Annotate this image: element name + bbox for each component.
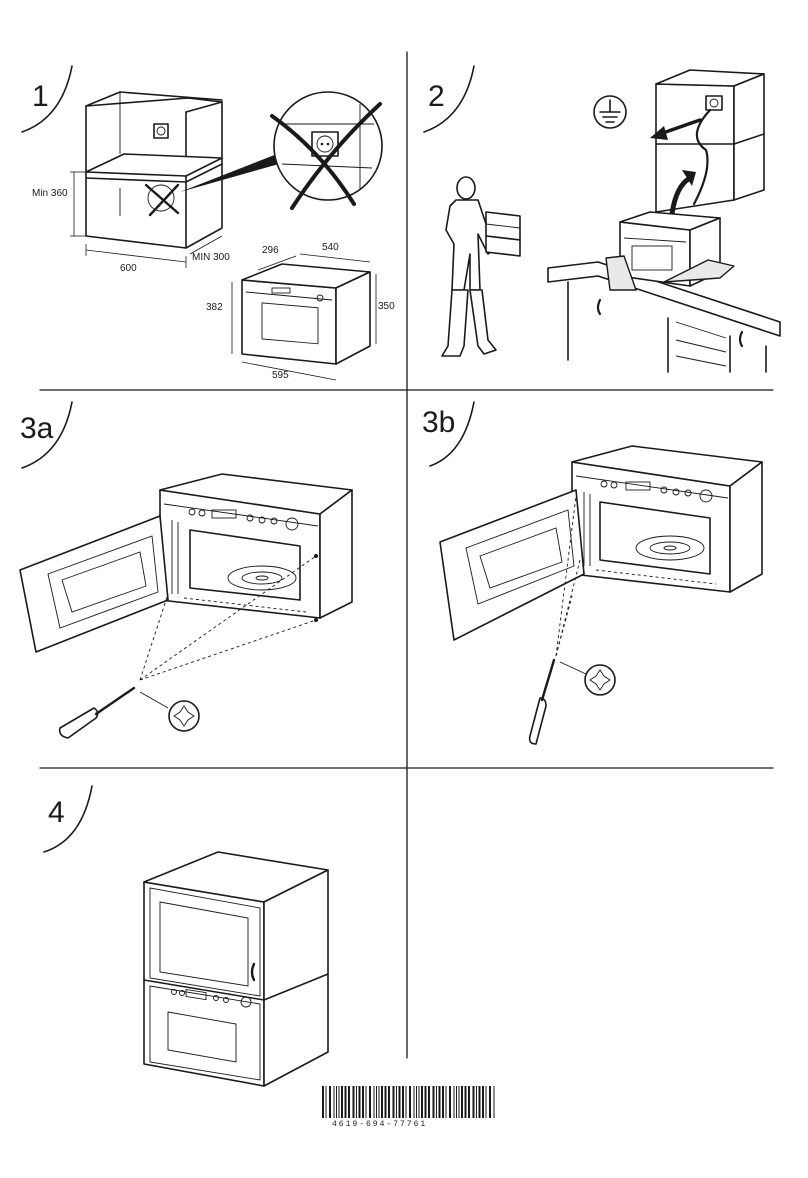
step-label-3b: 3b [422,401,475,467]
screwdriver-icon [58,686,136,739]
dim-600: 600 [120,263,137,274]
barcode-bar [485,1086,487,1118]
barcode-bar [376,1086,377,1118]
barcode-bar [449,1086,451,1118]
barcode-bar [384,1086,387,1118]
panel-1-oven-unit: 296 540 382 350 595 [206,242,395,381]
barcode-bar [392,1086,395,1118]
ground-symbol-icon [593,95,627,129]
barcode-bar [464,1086,467,1118]
step-label-1: 1 [21,65,73,133]
barcode-bar [409,1086,411,1118]
dim-350: 350 [378,301,395,312]
barcode-bar [348,1086,350,1118]
barcode-bar [336,1086,337,1118]
panel-1-cabinet [85,91,286,249]
barcode-bar [362,1086,364,1118]
barcode-bar [378,1086,380,1118]
barcode-bar [456,1086,457,1118]
panel-2-person [441,176,521,357]
step-number-1: 1 [32,80,49,113]
step-number-4: 4 [48,796,65,829]
screw-head-icon [139,691,200,732]
barcode-bar [458,1086,460,1118]
barcode-bar [373,1086,375,1118]
barcode-bar [478,1086,481,1118]
step-label-4: 4 [43,785,93,853]
step-label-3a: 3a [20,401,73,469]
panel-2-wall-cabinet [593,69,765,217]
panel-1-cabinet-dimensions: Min 360 600 MIN 300 [32,171,230,274]
panel-grid [39,51,774,1059]
dim-296: 296 [262,245,279,256]
barcode-bar [344,1086,347,1118]
step-label-2: 2 [423,65,475,133]
barcode-bar [461,1086,463,1118]
dim-382: 382 [206,302,223,313]
barcode-bar [413,1086,415,1118]
barcode-bar [341,1086,343,1118]
barcode-bar [322,1086,324,1118]
barcode-bar [398,1086,401,1118]
barcode-bar [418,1086,420,1118]
barcode [322,1086,495,1118]
barcode-bar [493,1086,495,1118]
panel-3a-screw-paths [139,554,318,681]
panel-2-counter [547,211,781,373]
panel-3a-oven-open [19,473,353,653]
barcode-bar [468,1086,470,1118]
step-number-2: 2 [428,80,445,113]
dim-540: 540 [322,242,339,253]
barcode-bar [329,1086,331,1118]
barcode-bar [432,1086,435,1118]
barcode-bar [405,1086,407,1118]
barcode-bar [428,1086,430,1118]
barcode-number: 4619-694-77761 [332,1120,427,1129]
barcode-bar [442,1086,444,1118]
barcode-bar [365,1086,367,1118]
barcode-bar [472,1086,475,1118]
barcode-bar [396,1086,397,1118]
panel-1-magnified-outlet [270,91,383,210]
barcode-bar [356,1086,357,1118]
step-number-3a: 3a [20,412,54,445]
barcode-bar [445,1086,447,1118]
barcode-bar [421,1086,423,1118]
barcode-bar [381,1086,383,1118]
step-number-3b: 3b [422,406,455,439]
barcode-bar [388,1086,390,1118]
barcode-bar [352,1086,355,1118]
barcode-bar [358,1086,361,1118]
barcode-bar [438,1086,441,1118]
barcode-bar [416,1086,417,1118]
panel-4-built-in-oven [143,851,329,1087]
barcode-bar [489,1086,491,1118]
cross-out-icon [270,102,382,210]
barcode-bar [482,1086,484,1118]
dim-595: 595 [272,370,289,381]
dim-min-360: Min 360 [32,188,68,199]
barcode-bar [453,1086,455,1118]
dim-min-300: MIN 300 [192,252,230,263]
barcode-bar [325,1086,327,1118]
barcode-bar [476,1086,477,1118]
barcode-bar [333,1086,335,1118]
barcode-bar [424,1086,427,1118]
panel-3b-screw-paths [555,495,581,657]
panel-3b-oven-open [439,445,763,641]
barcode-bar [402,1086,404,1118]
screw-head-icon-3b [559,661,616,696]
barcode-bar [436,1086,437,1118]
barcode-bar [369,1086,371,1118]
barcode-bar [338,1086,340,1118]
screwdriver-icon-3b [528,658,556,745]
